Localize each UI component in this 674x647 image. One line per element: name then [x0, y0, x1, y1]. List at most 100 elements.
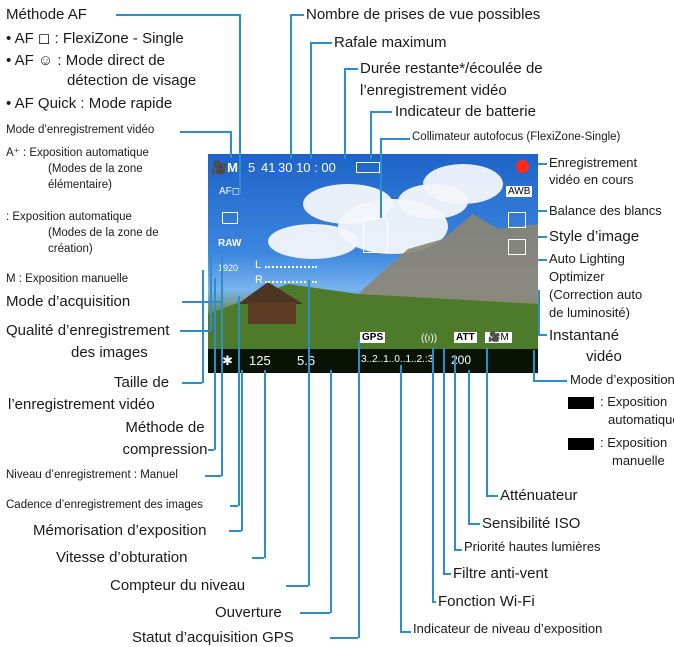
cloud: [268, 224, 358, 259]
leader-line: [538, 210, 547, 212]
recording-dot: [516, 160, 529, 173]
alo-icon: [508, 239, 526, 255]
raw-icon: RAW: [218, 238, 242, 249]
label-compression-1: Méthode de: [125, 419, 205, 436]
leader-line: [358, 340, 360, 638]
label-level-meter: Compteur du niveau: [110, 577, 246, 594]
leader-line: [180, 330, 210, 332]
label-af-point: Collimateur autofocus (FlexiZone-Single): [412, 131, 621, 143]
leader-line: [252, 557, 264, 559]
leader-line: [344, 68, 358, 70]
label-aperture: Ouverture: [215, 604, 282, 621]
leader-line: [443, 573, 451, 575]
recording-time: 30 10 : 00: [278, 160, 336, 175]
leader-line: [538, 334, 547, 336]
leader-line: [221, 250, 223, 302]
level-meter-l: [265, 266, 317, 268]
label-af-face-2: détection de visage: [67, 72, 197, 89]
exposure-scale: 3..2..1..0..1..2.:3: [361, 354, 434, 365]
leader-line: [229, 530, 241, 532]
leader-line: [290, 14, 292, 159]
label-quality-1: Qualité d’enregistrement: [6, 322, 170, 339]
label-auto-creative-1: : Exposition automatique: [6, 211, 132, 223]
auto-exposure-icon: [568, 397, 594, 409]
label-battery: Indicateur de batterie: [395, 103, 536, 120]
label-burst: Rafale maximum: [334, 34, 447, 51]
label-exp-auto-1: : Exposition: [600, 394, 668, 409]
level-left-label: L: [255, 259, 262, 271]
leader-line: [454, 356, 456, 550]
leader-line: [210, 244, 212, 331]
label-alo-4: de luminosité): [549, 305, 630, 320]
label-manual: M : Exposition manuelle: [6, 273, 129, 285]
leader-line: [116, 14, 240, 16]
label-drive: Mode d’acquisition: [6, 293, 131, 310]
leader-line: [486, 495, 498, 497]
label-movie-mode: Mode d’enregistrement vidéo: [6, 124, 155, 136]
leader-line: [443, 348, 445, 574]
label-exposure-mode: Mode d’exposition: [570, 372, 674, 387]
leader-line: [264, 370, 266, 558]
leader-line: [290, 14, 304, 16]
leader-line: [538, 259, 547, 261]
bottom-info-bar: [208, 349, 538, 373]
shutter-value: 125: [249, 353, 271, 368]
label-exp-auto-2: automatique: [608, 412, 674, 427]
leader-line: [180, 131, 230, 133]
label-shots: Nombre de prises de vue possibles: [306, 6, 541, 23]
label-snapshot-2: vidéo: [586, 348, 622, 365]
label-af-single: • AF ◻ : FlexiZone - Single: [6, 30, 184, 47]
label-frame-rate: Cadence d’enregistrement des images: [6, 499, 203, 511]
label-wind: Filtre anti-vent: [453, 565, 549, 582]
label-exp-manual-2: manuelle: [612, 453, 665, 468]
label-attenuator: Atténuateur: [500, 487, 578, 504]
leader-line: [400, 365, 402, 632]
leader-line: [370, 111, 372, 159]
leader-line: [330, 637, 358, 639]
leader-line: [432, 348, 434, 602]
level-right-label: R: [255, 274, 263, 286]
leader-line: [486, 348, 488, 496]
label-rec-level: Niveau d’enregistrement : Manuel: [6, 469, 178, 481]
label-iso: Sensibilité ISO: [482, 515, 581, 532]
leader-line: [221, 290, 223, 476]
leader-line: [344, 68, 346, 159]
leader-line: [468, 523, 480, 525]
label-wb: Balance des blancs: [549, 203, 662, 218]
ae-lock-icon: ✱: [222, 353, 233, 368]
label-compression-2: compression: [122, 441, 208, 458]
label-auto-basic-3: élémentaire): [48, 179, 112, 191]
label-wifi: Fonction Wi-Fi: [438, 593, 535, 610]
battery-icon: [356, 162, 380, 173]
level-meter-r: [265, 281, 317, 283]
leader-line: [538, 290, 540, 335]
label-ae-lock: Mémorisation d’exposition: [33, 522, 207, 539]
leader-line: [310, 42, 332, 44]
leader-line: [238, 296, 240, 506]
label-recording-2: vidéo en cours: [549, 172, 634, 187]
leader-line: [400, 631, 411, 633]
leader-line: [202, 270, 204, 383]
leader-line: [182, 382, 202, 384]
label-highlight: Priorité hautes lumières: [464, 539, 601, 554]
leader-line: [432, 601, 436, 603]
leader-line: [454, 549, 462, 551]
leader-line: [533, 380, 567, 382]
label-alo-3: (Correction auto: [549, 287, 643, 302]
exposure-mode-icon: 🎥M: [485, 332, 512, 343]
iso-value: 200: [451, 353, 472, 367]
snapshot-off-icon: [222, 212, 238, 224]
shots-count: 5: [248, 160, 256, 175]
cloud: [398, 184, 468, 219]
leader-line: [538, 236, 547, 238]
label-size-2: l’enregistrement vidéo: [8, 396, 155, 413]
label-af-method: Méthode AF: [6, 6, 87, 23]
label-size-1: Taille de: [114, 374, 170, 391]
label-auto-creative-2: (Modes de la zone de: [48, 227, 159, 239]
leader-line: [230, 131, 232, 158]
manual-exposure-icon: [568, 438, 594, 450]
leader-line: [286, 585, 308, 587]
wifi-icon: ((ı)): [421, 333, 438, 344]
label-exp-level: Indicateur de niveau d’exposition: [413, 621, 603, 636]
aperture-value: 5.6: [297, 353, 316, 368]
